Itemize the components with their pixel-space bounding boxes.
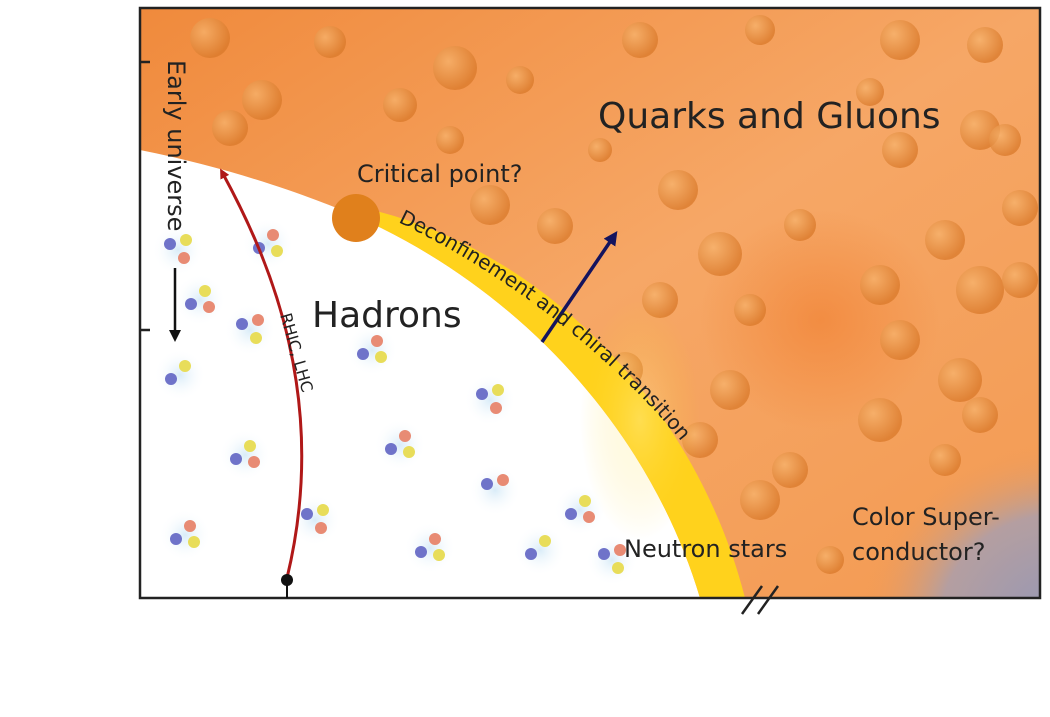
quark-blob — [242, 80, 282, 120]
collider-start-dot — [281, 574, 293, 586]
quark-blob — [383, 88, 417, 122]
quark-blob — [989, 124, 1021, 156]
color-superconductor-label-line2: conductor? — [852, 538, 985, 566]
transition-band — [360, 212, 745, 598]
hadron-icon — [219, 429, 271, 481]
quark-blob — [772, 452, 808, 488]
quark-blob — [698, 232, 742, 276]
early-universe-label: Early universe — [162, 60, 190, 231]
hadron-icon — [346, 324, 398, 376]
neutron-stars-label: Neutron stars — [624, 535, 787, 563]
quark-blob — [856, 78, 884, 106]
quark-blob — [925, 220, 965, 260]
hadron-icon — [374, 419, 426, 471]
qgp-label: Quarks and Gluons — [598, 96, 941, 137]
critical-point-label: Critical point? — [357, 160, 523, 188]
hadron-icon — [554, 484, 606, 536]
quark-gluon-blobs — [190, 15, 1038, 574]
plot-frame — [138, 6, 1042, 600]
quark-blob — [882, 132, 918, 168]
hadron-icon — [469, 464, 521, 516]
hadron-icon — [154, 349, 206, 401]
hadrons-label: Hadrons — [312, 295, 462, 336]
quark-blob — [622, 22, 658, 58]
hadron-icon — [224, 304, 276, 356]
quark-blob — [470, 185, 510, 225]
hadron-icon — [464, 374, 516, 426]
quark-blob — [212, 110, 248, 146]
hadron-icon — [404, 522, 456, 574]
quark-blob — [929, 444, 961, 476]
quark-blob — [436, 126, 464, 154]
quark-blob — [967, 27, 1003, 63]
qgp-arrow — [540, 231, 618, 343]
critical-point-icon — [332, 194, 380, 242]
quark-blob — [1002, 190, 1038, 226]
quark-blob — [588, 138, 612, 162]
quark-blob — [537, 208, 573, 244]
quark-blob — [962, 397, 998, 433]
quark-blob — [956, 266, 1004, 314]
quark-blob — [880, 20, 920, 60]
hadron-icon — [152, 224, 204, 276]
quark-blob — [860, 265, 900, 305]
quark-blob — [314, 26, 346, 58]
quark-blob — [745, 15, 775, 45]
superconductor-region — [700, 300, 1040, 598]
quark-blob — [816, 546, 844, 574]
quark-blob — [880, 320, 920, 360]
hadron-icon — [159, 509, 211, 561]
quark-blob — [190, 18, 230, 58]
quark-blob — [433, 46, 477, 90]
hadron-icon — [289, 494, 341, 546]
collider-arrow — [220, 168, 304, 579]
quark-blob — [784, 209, 816, 241]
quark-blob — [1002, 262, 1038, 298]
quark-blob — [506, 66, 534, 94]
axis-break-icon — [740, 585, 780, 615]
hadron-icon — [586, 534, 638, 586]
quark-blob — [740, 480, 780, 520]
color-superconductor-label-line1: Color Super- — [852, 503, 1000, 531]
transition-band-glow — [580, 300, 700, 540]
hadron-icon — [514, 524, 566, 576]
quark-blob — [658, 170, 698, 210]
quark-blob — [734, 294, 766, 326]
quark-blob — [710, 370, 750, 410]
quark-blob — [938, 358, 982, 402]
quark-blob — [858, 398, 902, 442]
hadron-particles — [152, 218, 638, 586]
hadron-icon — [174, 274, 226, 326]
